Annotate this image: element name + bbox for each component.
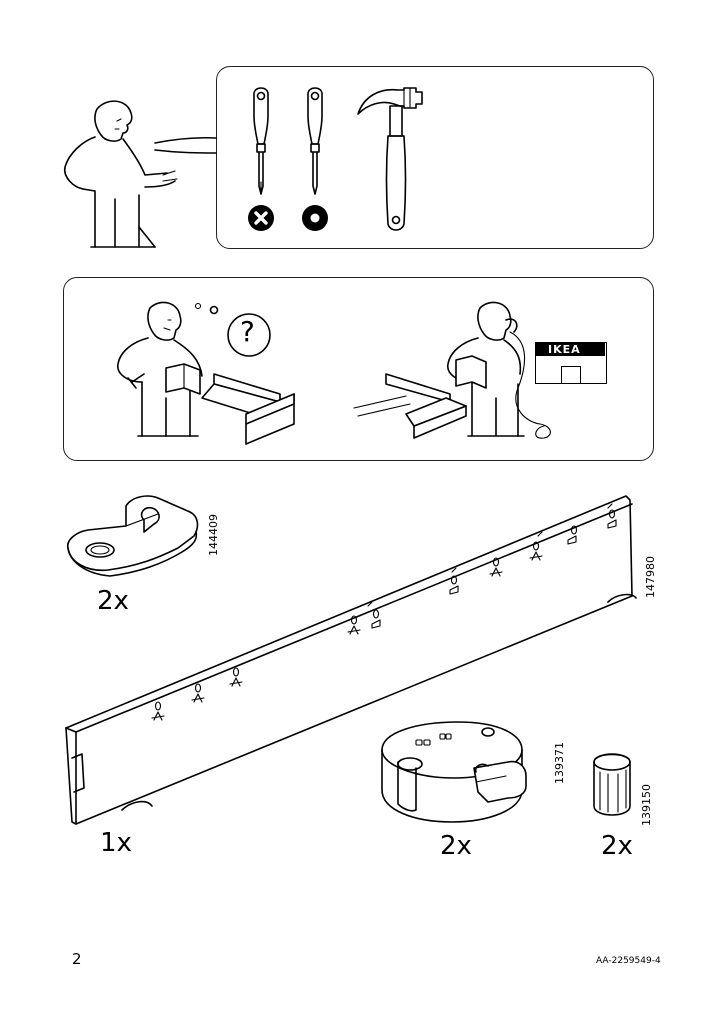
question-mark: ? [240, 315, 255, 348]
document-code: AA-2259549-4 [596, 956, 661, 966]
part-qty-144409: 2x [97, 586, 129, 616]
cross-marker-icon [248, 205, 274, 231]
phone-person-icon [353, 301, 551, 439]
part-qty-139150: 2x [601, 831, 633, 861]
page-number: 2 [72, 950, 82, 968]
confused-person-icon [117, 301, 295, 445]
part-qty-139371: 2x [440, 831, 472, 861]
rail-icon [65, 495, 637, 825]
part-number-139150: 139150 [640, 784, 653, 826]
dot-marker-icon [302, 205, 328, 231]
store-sign-text: IKEA [548, 343, 581, 356]
store-sign [535, 342, 605, 356]
cam-lock-icon [381, 721, 527, 823]
phillips-screwdriver-icon [253, 87, 269, 195]
store-door-icon [561, 366, 581, 384]
hammer-icon [357, 87, 423, 231]
question-bubble-icon [227, 313, 271, 357]
part-qty-147980: 1x [100, 828, 132, 858]
bracket-icon [66, 495, 199, 577]
tools-panel [216, 66, 654, 249]
part-number-147980: 147980 [644, 556, 657, 598]
flat-screwdriver-icon [307, 87, 323, 195]
part-number-139371: 139371 [553, 742, 566, 784]
person-figure-icon [63, 100, 217, 248]
dowel-icon [593, 753, 631, 816]
